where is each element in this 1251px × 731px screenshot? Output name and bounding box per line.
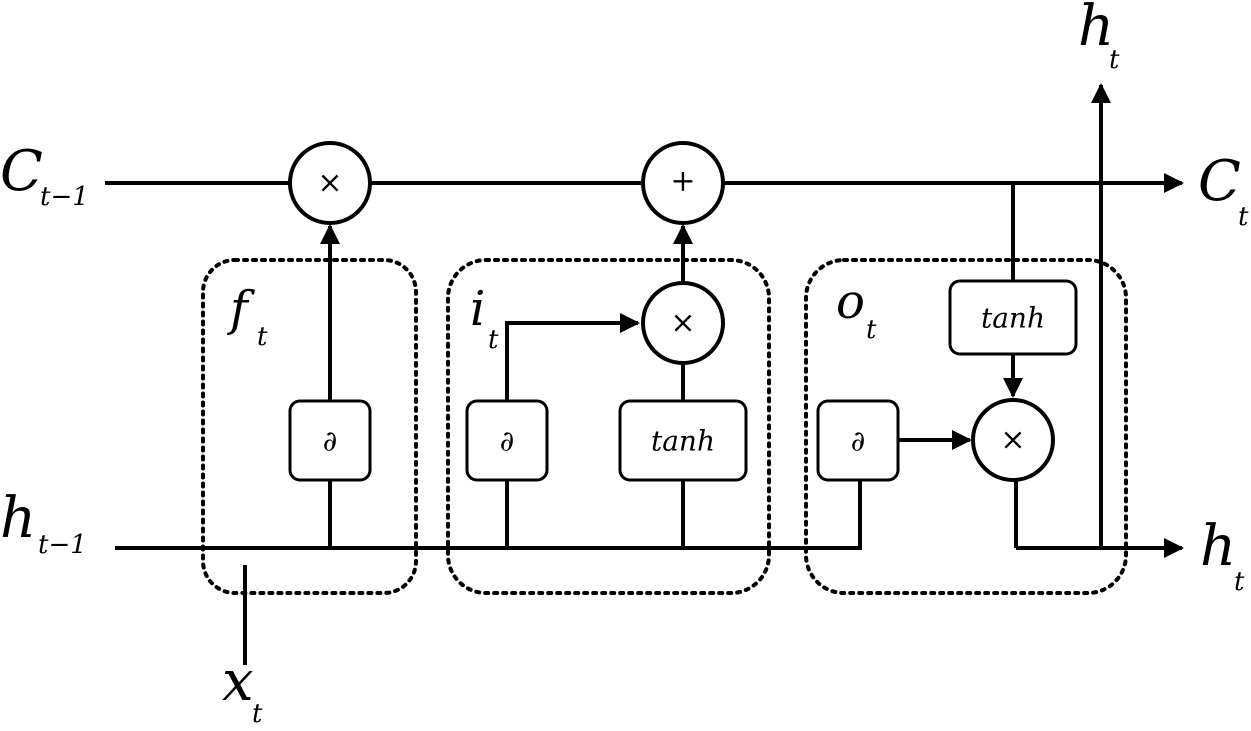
svg-text:×: × <box>670 306 695 341</box>
output-gate-label: o t <box>836 274 877 345</box>
svg-text:h: h <box>1078 0 1114 59</box>
output-sigma-box: ∂ <box>816 399 900 482</box>
output-sigma-stem <box>858 480 862 550</box>
svg-text:C: C <box>1198 149 1241 214</box>
input-gate-label: i t <box>470 281 499 355</box>
cell-add-operator: + <box>641 141 725 225</box>
svg-text:h: h <box>1200 514 1236 579</box>
forget-multiply-operator: × <box>288 141 372 225</box>
svg-text:o: o <box>836 274 865 330</box>
svg-text:h: h <box>0 486 36 551</box>
svg-text:i: i <box>470 281 485 337</box>
hidden-state-prev-label: h t−1 <box>0 486 87 560</box>
cell-tanh-box: tanh <box>948 279 1078 356</box>
svg-text:t: t <box>252 699 263 729</box>
svg-text:t−1: t−1 <box>40 182 89 212</box>
input-sigma-arrow <box>505 313 640 401</box>
svg-text:t: t <box>1109 45 1120 75</box>
hidden-state-next-label: h t <box>1200 514 1245 597</box>
svg-text:∂: ∂ <box>323 425 337 458</box>
hidden-state-top-label: h t <box>1078 0 1120 75</box>
svg-text:×: × <box>317 166 342 201</box>
svg-text:t: t <box>1238 202 1249 232</box>
input-sigma-box: ∂ <box>465 399 549 482</box>
forget-gate-label: f t <box>227 281 268 352</box>
svg-text:t: t <box>1234 567 1245 597</box>
svg-text:tanh: tanh <box>981 302 1045 335</box>
svg-text:f: f <box>227 281 255 337</box>
svg-text:×: × <box>1000 423 1025 458</box>
input-gate-region <box>446 258 771 595</box>
cell-state-next-label: C t <box>1198 149 1249 232</box>
forget-gate-region <box>201 258 418 595</box>
svg-text:+: + <box>670 164 695 199</box>
svg-text:t−1: t−1 <box>38 530 87 560</box>
svg-text:t: t <box>488 325 499 355</box>
svg-text:C: C <box>0 139 43 204</box>
svg-text:t: t <box>257 322 268 352</box>
svg-text:∂: ∂ <box>500 425 514 458</box>
svg-text:∂: ∂ <box>851 425 865 458</box>
input-multiply-operator: × <box>641 281 725 365</box>
output-gate-region <box>804 258 1128 595</box>
input-x-label: x t <box>222 649 263 729</box>
svg-text:x: x <box>222 649 254 714</box>
output-multiply-operator: × <box>971 398 1055 482</box>
cell-state-prev-label: C t−1 <box>0 139 89 212</box>
input-tanh-box: tanh <box>618 399 748 482</box>
forget-sigma-box: ∂ <box>288 399 372 482</box>
svg-text:t: t <box>866 315 877 345</box>
svg-text:tanh: tanh <box>651 425 715 458</box>
